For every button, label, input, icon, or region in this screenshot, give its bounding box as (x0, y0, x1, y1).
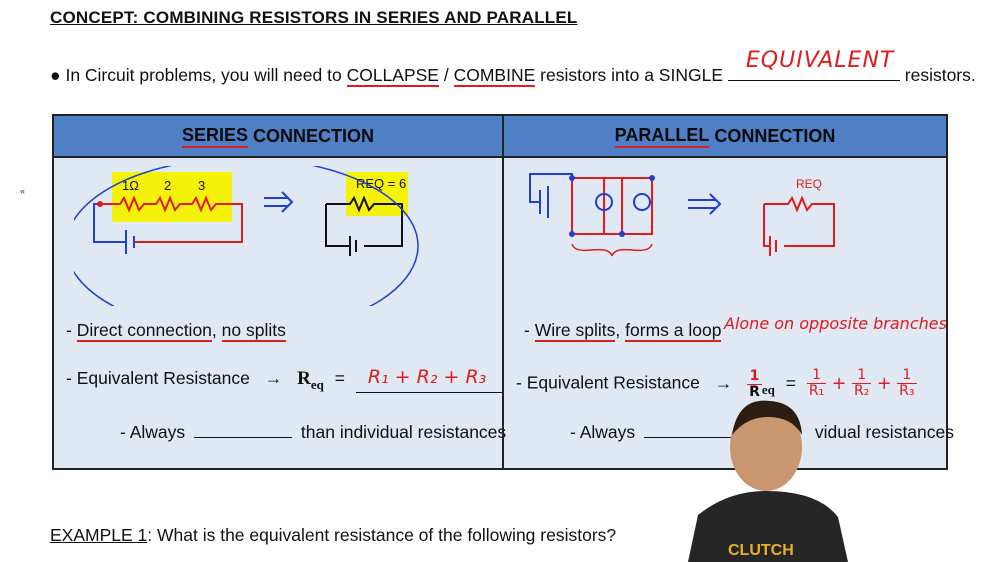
parallel-always-blank (644, 437, 743, 438)
collapse-word: COLLAPSE (346, 65, 439, 87)
parallel-header: PARALLEL CONNECTION (504, 116, 946, 158)
series-resistors (100, 195, 243, 243)
series-header: SERIES CONNECTION (54, 116, 502, 158)
series-label-3: 3 (198, 178, 205, 193)
parallel-node-4 (619, 231, 625, 237)
series-point-1: - Direct connection, no splits (66, 320, 286, 342)
wire-splits: Wire splits (534, 320, 616, 342)
parallel-arrow (688, 193, 722, 215)
parallel-req-label: REQ (796, 177, 822, 191)
series-node (97, 201, 103, 207)
parallel-req-circuit (763, 195, 835, 256)
comparison-table: SERIES CONNECTION 1Ω 2 3 REQ = 6 - Direc… (52, 114, 954, 470)
series-point-3: - Always than individual resistances (120, 422, 507, 442)
series-column: SERIES CONNECTION 1Ω 2 3 REQ = 6 - Direc… (54, 116, 506, 468)
parallel-brace (571, 243, 653, 257)
presenter-head (730, 403, 802, 491)
parallel-node-3 (569, 231, 575, 237)
parallel-note: Alone on opposite branches (724, 314, 947, 333)
intro-sentence: ● In Circuit problems, you will need to … (50, 48, 976, 87)
req-circuit (325, 195, 403, 256)
series-circuit-diagram: 1Ω 2 3 REQ = 6 (74, 166, 419, 306)
combine-word: COMBINE (453, 65, 536, 87)
intro-pre: In Circuit problems, you will need to (65, 65, 342, 85)
handwritten-equivalent: EQUIVALENT (745, 48, 895, 73)
presenter-shirt (688, 491, 848, 562)
parallel-node-1 (569, 175, 575, 181)
presenter-video: CLUTCH (688, 400, 848, 562)
example-1: EXAMPLE 1: What is the equivalent resist… (50, 525, 616, 546)
series-arrow (264, 191, 294, 213)
no-splits: no splits (221, 320, 286, 342)
series-always-blank (194, 437, 293, 438)
series-heading-rest: CONNECTION (253, 125, 375, 146)
direct-connection: Direct connection (76, 320, 212, 342)
series-point-2: - Equivalent Resistance → Req = R₁ + R₂ … (66, 366, 502, 393)
page-title: CONCEPT: COMBINING RESISTORS IN SERIES A… (50, 8, 578, 27)
series-circle (74, 166, 419, 306)
equivalent-blank: EQUIVALENT (727, 48, 900, 81)
parallel-column: PARALLEL CONNECTION REQ - Wire splits, f… (502, 116, 954, 468)
series-highlight (112, 172, 232, 222)
parallel-point-1: - Wire splits, forms a loop (524, 320, 722, 342)
series-req-symbol: Req (297, 368, 324, 392)
intro-post: resistors. (904, 65, 976, 85)
series-req-blank: R₁ + R₂ + R₃ (355, 366, 502, 393)
example-label: EXAMPLE 1 (50, 525, 148, 545)
parallel-key: PARALLEL (614, 125, 710, 148)
parallel-branch-1 (595, 193, 613, 211)
parallel-node-2 (649, 175, 655, 181)
series-label-1: 1Ω (122, 178, 139, 193)
example-text: : What is the equivalent resistance of t… (147, 525, 617, 545)
parallel-point-3: - Always vidual resistances (570, 422, 955, 442)
parallel-loop (571, 177, 653, 235)
presenter-hair (732, 400, 802, 435)
bullet: ● (50, 65, 61, 85)
slash: / (443, 65, 449, 85)
req-label: REQ = 6 (356, 176, 406, 191)
parallel-battery (529, 173, 573, 218)
parallel-circuit-diagram: REQ (529, 173, 835, 257)
series-req-answer: R₁ + R₂ + R₃ (367, 365, 487, 388)
parallel-heading-rest: CONNECTION (714, 125, 836, 146)
parallel-branch-2 (633, 193, 651, 211)
forms-a-loop: forms a loop (625, 320, 722, 342)
clutch-logo: CLUTCH (728, 542, 794, 559)
intro-mid: resistors into a SINGLE (540, 65, 724, 85)
series-key: SERIES (181, 125, 249, 148)
side-mark: « (20, 186, 26, 196)
series-label-2: 2 (164, 178, 171, 193)
